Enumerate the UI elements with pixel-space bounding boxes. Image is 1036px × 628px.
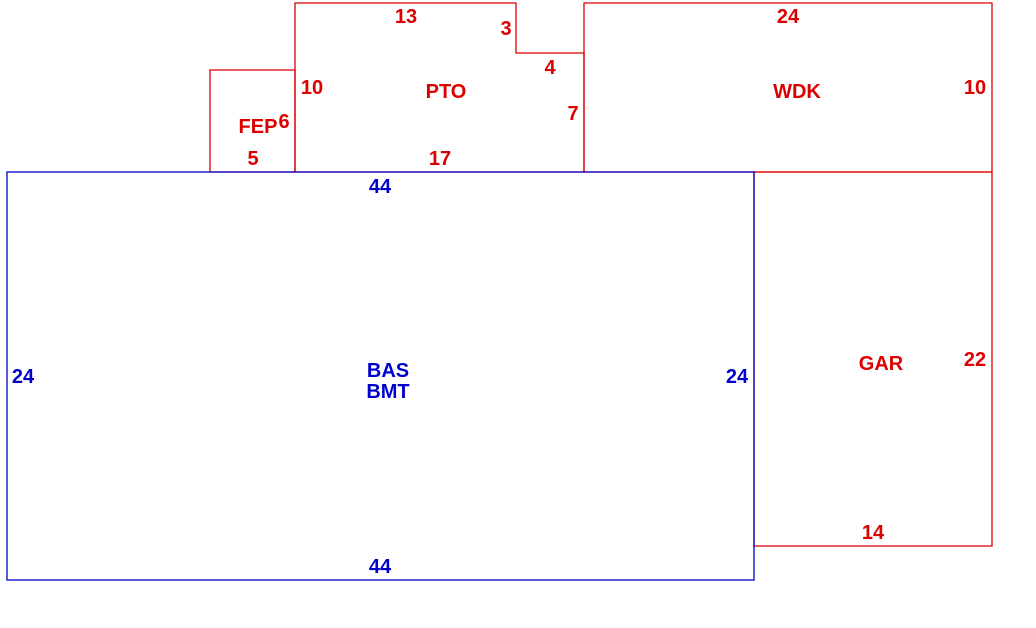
- pto-left-dimension: 10: [301, 77, 323, 99]
- bas-outline: [6, 171, 755, 581]
- bas-left-dimension: 24: [12, 366, 35, 388]
- pto-right-dimension: 7: [567, 103, 578, 125]
- pto-notch-run-dimension: 4: [544, 57, 556, 79]
- wdk-right-dimension: 10: [964, 77, 986, 99]
- pto-notch-drop-dimension: 3: [500, 18, 511, 40]
- fep-label: FEP: [239, 116, 278, 138]
- fep-right-dimension: 6: [278, 111, 289, 133]
- gar-bottom-dimension: 14: [862, 522, 885, 544]
- fep-bottom-dimension: 5: [247, 148, 258, 170]
- wdk-top-dimension: 24: [777, 6, 800, 28]
- gar-right-dimension: 22: [964, 349, 986, 371]
- gar-label: GAR: [859, 353, 904, 375]
- pto-bottom-dimension: 17: [429, 148, 451, 170]
- pto-label: PTO: [426, 81, 467, 103]
- pto-top-dimension: 13: [395, 6, 417, 28]
- bas-top-dimension: 44: [369, 176, 392, 198]
- bas-right-dimension: 24: [726, 366, 749, 388]
- bas-bottom-dimension: 44: [369, 556, 392, 578]
- bas-label: BAS: [367, 360, 409, 382]
- bmt-label: BMT: [366, 381, 409, 403]
- wdk-label: WDK: [773, 81, 821, 103]
